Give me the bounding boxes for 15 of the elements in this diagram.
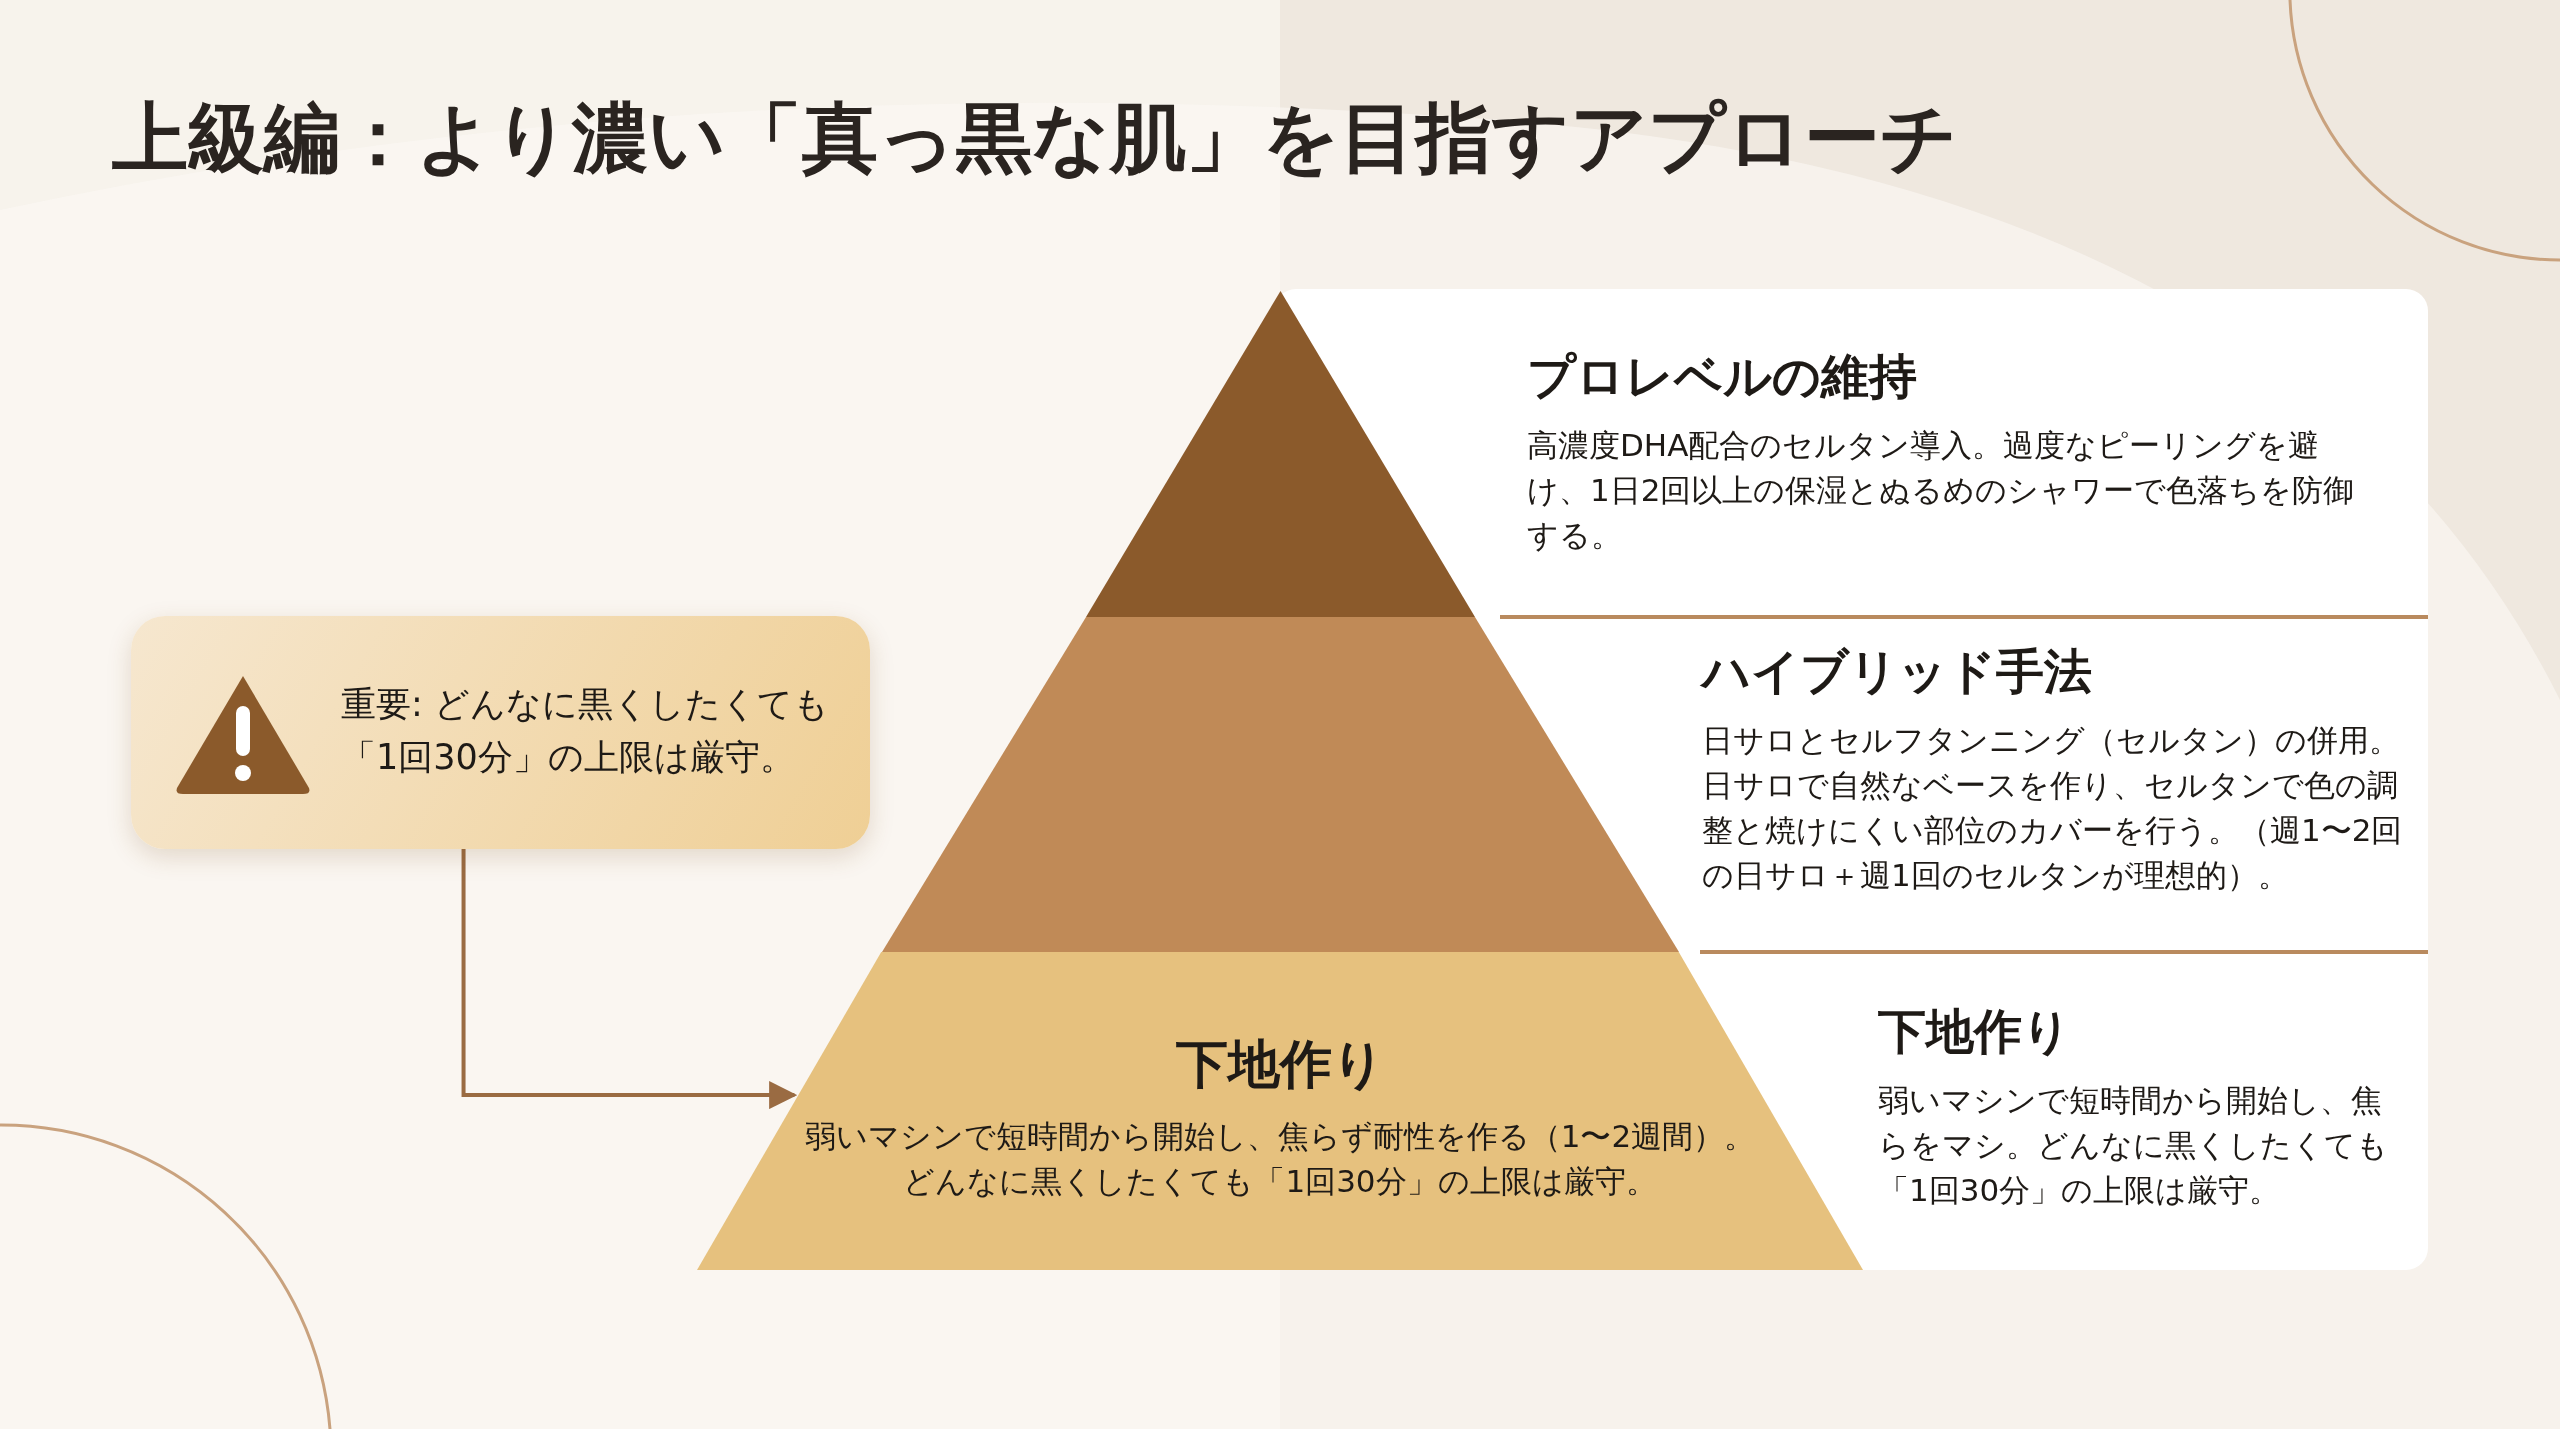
connector-arrow [461,849,798,1110]
tier-heading: 下地作り [1174,1033,1386,1096]
row-description: 弱いマシンで短時間から開始し、焦らをマシ。どんなに黒くしたくても「1回30分」の上限は厳守。 [1878,1081,2389,1210]
row-description: 高濃度DHA配合のセルタン導入。過度なピーリングを避け、1日2回以上の保湿とぬるめのシャワーで色落ちを防御する。 [1527,426,2356,555]
row-heading: 下地作り [1878,1002,2072,1061]
row-heading: プロレベルの維持 [1527,347,1918,406]
pyramid-top-tier [1086,291,1475,617]
pyramid-middle-tier [882,617,1679,952]
warning-text: 重要: どんなに黒くしたくても「1回30分」の上限は厳守。 [341,683,830,779]
tier-description: 弱いマシンで短時間から開始し、焦らず耐性を作る（1〜2週間）。どんなに黒くしたくても「1回30分」の上限は厳守。 [803,1117,1757,1201]
warning-callout [131,616,870,849]
pyramid-base-tier [697,952,1863,1270]
row-description: 日サロとセルフタンニング（セルタン）の併用。日サロで自然なベースを作り、セルタンで色の調整と焼けにくい部位のカバーを行う。（週1〜2回の日サロ＋週1回のセルタンが理想的）。 [1702,721,2404,895]
row-heading: ハイブリッド手法 [1702,642,2093,701]
slide-title: 上級編：より濃い「真っ黒な肌」を目指すアプローチ [112,92,1958,184]
